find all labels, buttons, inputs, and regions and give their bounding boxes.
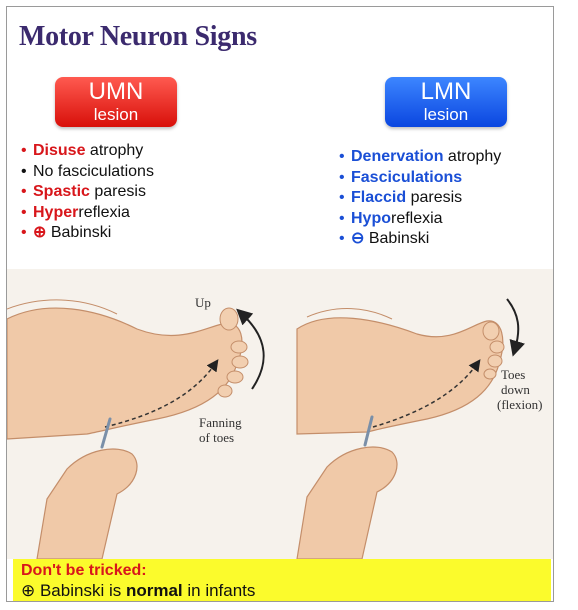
umn-badge-label: UMN: [88, 78, 144, 105]
list-item: •No fasciculations: [21, 162, 154, 180]
lmn-lesion-badge: LMN lesion: [385, 77, 507, 127]
babinski-illustration: Up Fanning of toes Toes down (flexion): [7, 269, 553, 559]
list-item: •Flaccid paresis: [339, 189, 463, 206]
list-item: •⊕ Babinski: [21, 224, 112, 241]
positive-sign-icon: ⊕: [33, 224, 47, 241]
list-item: •Denervation atrophy: [339, 148, 502, 165]
list-item: •Fasciculations: [339, 168, 463, 186]
callout-heading: Don't be tricked:: [21, 562, 147, 579]
lmn-signs-list: •Denervation atrophy •Fasciculations •Fl…: [339, 147, 501, 250]
callout-box: Don't be tricked: ⊕ Babinski is normal i…: [13, 559, 551, 601]
toes-label: Toes: [501, 367, 525, 382]
list-item: •Hyporeflexia: [339, 209, 443, 227]
infographic-card: Motor Neuron Signs UMN lesion LMN lesion…: [6, 6, 554, 602]
down-label: down: [501, 382, 530, 397]
list-item: •⊖ Babinski: [339, 230, 430, 247]
lmn-badge-label: LMN: [420, 78, 472, 105]
page-title: Motor Neuron Signs: [19, 21, 257, 52]
right-foot-illustration: Toes down (flexion): [296, 298, 542, 559]
umn-badge-sublabel: lesion: [93, 105, 139, 124]
list-item: •Spastic paresis: [21, 183, 146, 200]
flexion-label: (flexion): [497, 397, 542, 412]
list-item: •Disuse atrophy: [21, 142, 144, 159]
callout-text: ⊕ Babinski is normal in infants: [21, 581, 256, 600]
left-foot-illustration: Up Fanning of toes: [7, 295, 265, 559]
fanning-label-line2: of toes: [199, 430, 234, 445]
negative-sign-icon: ⊖: [351, 230, 365, 247]
fanning-label: Fanning: [199, 415, 242, 430]
umn-lesion-badge: UMN lesion: [55, 77, 177, 127]
list-item: •Hyperreflexia: [21, 203, 130, 221]
umn-signs-list: •Disuse atrophy •No fasciculations •Spas…: [21, 141, 154, 244]
up-label: Up: [195, 295, 211, 310]
lmn-badge-sublabel: lesion: [423, 105, 469, 124]
